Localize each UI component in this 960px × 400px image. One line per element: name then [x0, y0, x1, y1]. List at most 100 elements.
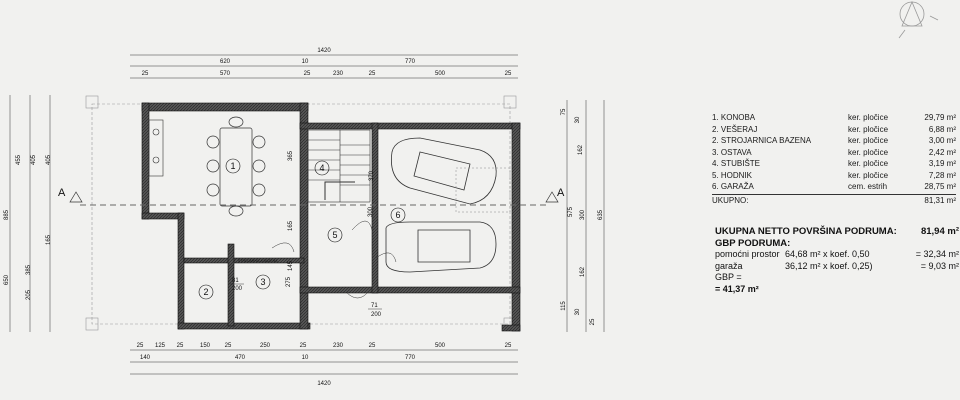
dim-left: 885 — [4, 209, 10, 220]
gbp-line-result: = 9,03 m² — [920, 260, 959, 271]
dim-right: 635 — [598, 209, 604, 220]
room-numbers: 1 2 3 4 5 6 — [198, 158, 406, 300]
dim-top-row2: 10 — [302, 59, 309, 65]
dim-left: 405 — [46, 154, 52, 165]
gbp-line-calc: 36,12 m² x koef. 0,25) — [785, 260, 873, 271]
gbp-line-result: = 32,34 m² — [915, 249, 959, 259]
gbp-line: garaža 36,12 m² x koef. 0,25) = 9,03 m² — [715, 261, 959, 273]
dim-bottom-row2: 140 — [140, 355, 151, 361]
dim-bottom-row1: 25 — [300, 343, 307, 349]
window-tag-bottom-1: 200 — [371, 312, 382, 318]
dim-top-row3: 500 — [435, 71, 446, 77]
legend-row: 5. HODNIK ker. pločice 7,28 m² — [712, 170, 956, 182]
car-top — [391, 137, 497, 205]
gbp-line-calc: 64,68 m² x koef. 0,50 — [785, 249, 870, 259]
dim-bottom-row1: 25 — [177, 343, 184, 349]
gbp-total: = 41,37 m² — [715, 283, 759, 294]
door-swings — [271, 220, 397, 299]
dim-middle: 275 — [286, 276, 292, 287]
room-number-4: 4 — [319, 163, 324, 173]
gbp-label: GBP = — [715, 272, 742, 282]
dim-top-row3: 25 — [142, 71, 149, 77]
dim-top-row3: 570 — [220, 71, 231, 77]
dim-top-row3: 25 — [369, 71, 376, 77]
dim-right: 575 — [568, 206, 574, 217]
dim-middle: 300 — [368, 206, 374, 217]
legend-name: 3. OSTAVA — [712, 147, 752, 157]
dim-right: 30 — [575, 308, 581, 315]
legend-finish: ker. pločice — [848, 170, 889, 180]
legend-row: 1. KONOBA ker. pločice 29,79 m² — [712, 112, 956, 124]
legend-finish: cem. estrih — [848, 182, 888, 191]
legend-name: 4. STUBIŠTE — [712, 159, 761, 168]
legend-area: 6,88 m² — [928, 124, 956, 134]
dim-bottom-row1: 25 — [137, 343, 144, 349]
dim-right: 75 — [561, 108, 567, 115]
legend-area: 3,19 m² — [928, 159, 956, 168]
window-tag-top-2: 81 — [232, 278, 239, 284]
room-legend: 1. KONOBA ker. pločice 29,79 m² 2. VEŠERAJ k… — [712, 112, 956, 206]
dim-right: 30 — [575, 116, 581, 123]
legend-name: 6. GARAŽA — [712, 182, 754, 191]
room-number-2: 2 — [203, 287, 208, 297]
dim-bottom-row2: 470 — [235, 355, 246, 361]
dim-right: 300 — [580, 209, 586, 220]
window-tag-top-1: 71 — [371, 303, 378, 309]
dim-bottom-row1: 125 — [155, 343, 166, 349]
legend-finish: ker. pločice — [848, 113, 889, 122]
car-bottom — [385, 221, 497, 273]
dim-bottom-row1: 230 — [333, 343, 344, 349]
section-label-left: A — [58, 187, 66, 199]
dim-bottom-overall: 1420 — [317, 381, 331, 387]
dim-left: 405 — [31, 154, 37, 165]
legend-row: 2. VEŠERAJ ker. pločice 6,88 m² — [712, 124, 956, 136]
legend-total-value: 81,31 m² — [924, 195, 956, 205]
legend-finish: ker. pločice — [848, 147, 889, 157]
north-arrow-icon — [898, 0, 939, 39]
dim-bottom-row1: 150 — [200, 343, 211, 349]
legend-area: 7,28 m² — [928, 170, 956, 180]
room-number-3: 3 — [260, 277, 265, 287]
room-number-5: 5 — [332, 230, 337, 240]
legend-area: 3,00 m² — [928, 136, 956, 145]
dim-top-row3: 230 — [333, 71, 344, 77]
dim-bottom-row1: 250 — [260, 343, 271, 349]
legend-finish: ker. pločice — [848, 124, 889, 134]
dim-middle: 145 — [288, 260, 294, 271]
dim-bottom-row1: 25 — [369, 343, 376, 349]
gbp-line-label: garaža — [715, 260, 743, 271]
dim-middle: 165 — [288, 220, 294, 231]
legend-area: 29,79 m² — [924, 113, 956, 122]
legend-total-row: UKUPNO: 81,31 m² — [712, 195, 956, 207]
net-area-value: 81,94 m² — [920, 226, 959, 237]
dim-bottom-row1: 25 — [225, 343, 232, 349]
dim-left: 165 — [46, 234, 52, 245]
machine-room-note: STROJARNICA BAZENA — [238, 259, 278, 263]
dim-left: 650 — [4, 274, 10, 285]
section-label-right: A — [557, 187, 565, 199]
dining-table — [206, 116, 266, 217]
room-number-1: 1 — [230, 161, 235, 171]
net-area-row: UKUPNA NETTO POVRŠINA PODRUMA: 81,94 m² — [715, 226, 959, 238]
legend-total-label: UKUPNO: — [712, 195, 749, 205]
dim-top-row2: 620 — [220, 59, 231, 65]
window-tag-bottom-2: 200 — [232, 286, 243, 292]
net-area-label: UKUPNA NETTO POVRŠINA PODRUMA: — [715, 226, 897, 237]
dim-bottom-row1: 500 — [435, 343, 446, 349]
kitchen-counter — [148, 119, 164, 177]
gbp-heading: GBP PODRUMA: — [715, 237, 791, 249]
dim-middle: 370 — [369, 170, 375, 181]
legend-finish: ker. pločice — [848, 159, 889, 168]
dim-bottom-row2: 10 — [302, 355, 309, 361]
dim-top-row3: 25 — [304, 71, 311, 77]
legend-name: 1. KONOBA — [712, 113, 756, 122]
legend-name: 5. HODNIK — [712, 170, 753, 180]
dim-middle: 365 — [288, 150, 294, 161]
legend-name: 2. VEŠERAJ — [712, 124, 758, 134]
dim-bottom-row1: 25 — [505, 343, 512, 349]
